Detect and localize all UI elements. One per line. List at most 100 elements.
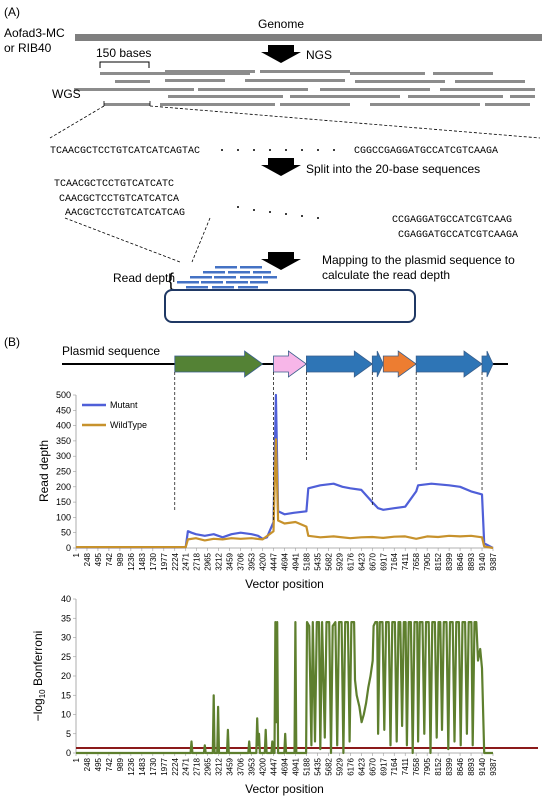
wgs-read <box>408 95 503 98</box>
y-tick-label: 25 <box>61 652 71 662</box>
mapped-read <box>215 266 237 269</box>
wgs-read <box>440 88 535 91</box>
sequence-dots <box>221 149 335 151</box>
panel-b-label: (B) <box>4 335 20 349</box>
split-seq-2: CAACGCTCCTGTCATCATCA <box>59 194 179 205</box>
x-tick-label: 7658 <box>412 757 421 775</box>
x-tick-label: 5435 <box>313 552 322 570</box>
x-tick-label: 1483 <box>138 552 147 570</box>
y-tick-label: 15 <box>61 690 71 700</box>
ngs-arrow <box>261 45 301 63</box>
mapped-read <box>177 281 199 284</box>
y-tick-label: 250 <box>56 467 71 477</box>
x-tick-label: 6917 <box>379 757 388 775</box>
x-tick-label: 7411 <box>401 552 410 570</box>
x-tick-label: 2965 <box>204 552 213 570</box>
mapped-read <box>240 276 262 279</box>
genome-bar <box>75 34 542 41</box>
split-label: Split into the 20-base sequences <box>306 162 480 176</box>
gene-arrow <box>382 350 417 378</box>
x-tick-label: 495 <box>94 552 103 566</box>
y-tick-label: 0 <box>66 543 71 553</box>
x-tick-label: 5435 <box>313 757 322 775</box>
series-line <box>76 393 494 549</box>
x-tick-label: 4200 <box>259 552 268 570</box>
wgs-read <box>320 88 430 91</box>
x-tick-label: 7905 <box>423 552 432 570</box>
genome-label: Genome <box>258 17 304 31</box>
x-tick-label: 8152 <box>434 552 443 570</box>
x-tick-label: 1 <box>72 552 81 557</box>
x-tick-label: 2718 <box>193 552 202 570</box>
wgs-read <box>198 88 308 91</box>
y-tick-label: 20 <box>61 671 71 681</box>
y-tick-label: 5 <box>66 729 71 739</box>
x-tick-label: 5929 <box>335 552 344 570</box>
x-tick-label: 6670 <box>368 552 377 570</box>
mapped-read <box>214 276 236 279</box>
x-tick-label: 8152 <box>434 757 443 775</box>
wgs-read <box>370 103 480 106</box>
wgs-read <box>165 70 255 73</box>
x-tick-label: 4694 <box>281 552 290 570</box>
split-arrow <box>261 158 301 176</box>
mapped-read <box>240 266 262 269</box>
gene-arrow <box>371 350 384 378</box>
x-tick-label: 742 <box>105 552 114 566</box>
wgs-read <box>510 95 535 98</box>
x-tick-label: 4941 <box>291 552 300 570</box>
x-tick-label: 5682 <box>324 757 333 775</box>
x-tick-label: 8893 <box>467 552 476 570</box>
y-tick-label: 40 <box>61 594 71 604</box>
x-tick-label: 8893 <box>467 757 476 775</box>
y-tick-label: 400 <box>56 421 71 431</box>
wgs-read <box>74 88 194 91</box>
panel-a-label: (A) <box>4 5 20 19</box>
x-axis-label: Vector position <box>245 577 324 591</box>
x-tick-label: 4694 <box>281 757 290 775</box>
x-tick-label: 3953 <box>248 757 257 775</box>
x-tick-label: 1236 <box>127 552 136 570</box>
series-line <box>76 438 494 550</box>
x-tick-label: 1730 <box>149 552 158 570</box>
y-tick-label: 200 <box>56 482 71 492</box>
mapped-read <box>253 271 271 274</box>
split-dots <box>237 206 319 219</box>
x-tick-label: 4941 <box>291 757 300 775</box>
y-tick-label: 50 <box>61 528 71 538</box>
read-length-bracket <box>99 61 150 68</box>
y-axis-label: −log10 Bonferroni <box>31 631 47 722</box>
x-tick-label: 5682 <box>324 552 333 570</box>
x-tick-label: 495 <box>94 757 103 771</box>
x-tick-label: 4447 <box>270 552 279 570</box>
x-tick-label: 9387 <box>489 757 498 775</box>
mapped-read <box>263 276 277 279</box>
y-tick-label: 500 <box>56 390 71 400</box>
x-tick-label: 7658 <box>412 552 421 570</box>
x-tick-label: 1730 <box>149 757 158 775</box>
x-tick-label: 8399 <box>445 552 454 570</box>
plasmid-sequence-label: Plasmid sequence <box>62 344 160 358</box>
y-tick-label: 300 <box>56 451 71 461</box>
x-tick-label: 4200 <box>259 757 268 775</box>
x-tick-label: 5929 <box>335 757 344 775</box>
legend-label: WildType <box>110 420 147 430</box>
x-tick-label: 9387 <box>489 552 498 570</box>
mapped-read <box>238 286 258 289</box>
x-tick-label: 1 <box>72 757 81 762</box>
x-tick-label: 1977 <box>160 757 169 775</box>
x-tick-label: 989 <box>116 552 125 566</box>
wgs-read <box>355 80 445 83</box>
read-depth-label: Read depth <box>113 271 175 285</box>
mapped-read <box>190 276 212 279</box>
gene-arrow <box>273 350 308 378</box>
x-tick-label: 6423 <box>357 552 366 570</box>
read-sequence-left: TCAACGCTCCTGTCATCATCAGTAC <box>50 146 200 157</box>
wgs-read <box>485 103 530 106</box>
strain-label-line2: or RIB40 <box>4 41 52 55</box>
mapping-label-line1: Mapping to the plasmid sequence to <box>322 253 515 267</box>
zoom-line-left <box>49 105 105 139</box>
x-tick-label: 6423 <box>357 757 366 775</box>
